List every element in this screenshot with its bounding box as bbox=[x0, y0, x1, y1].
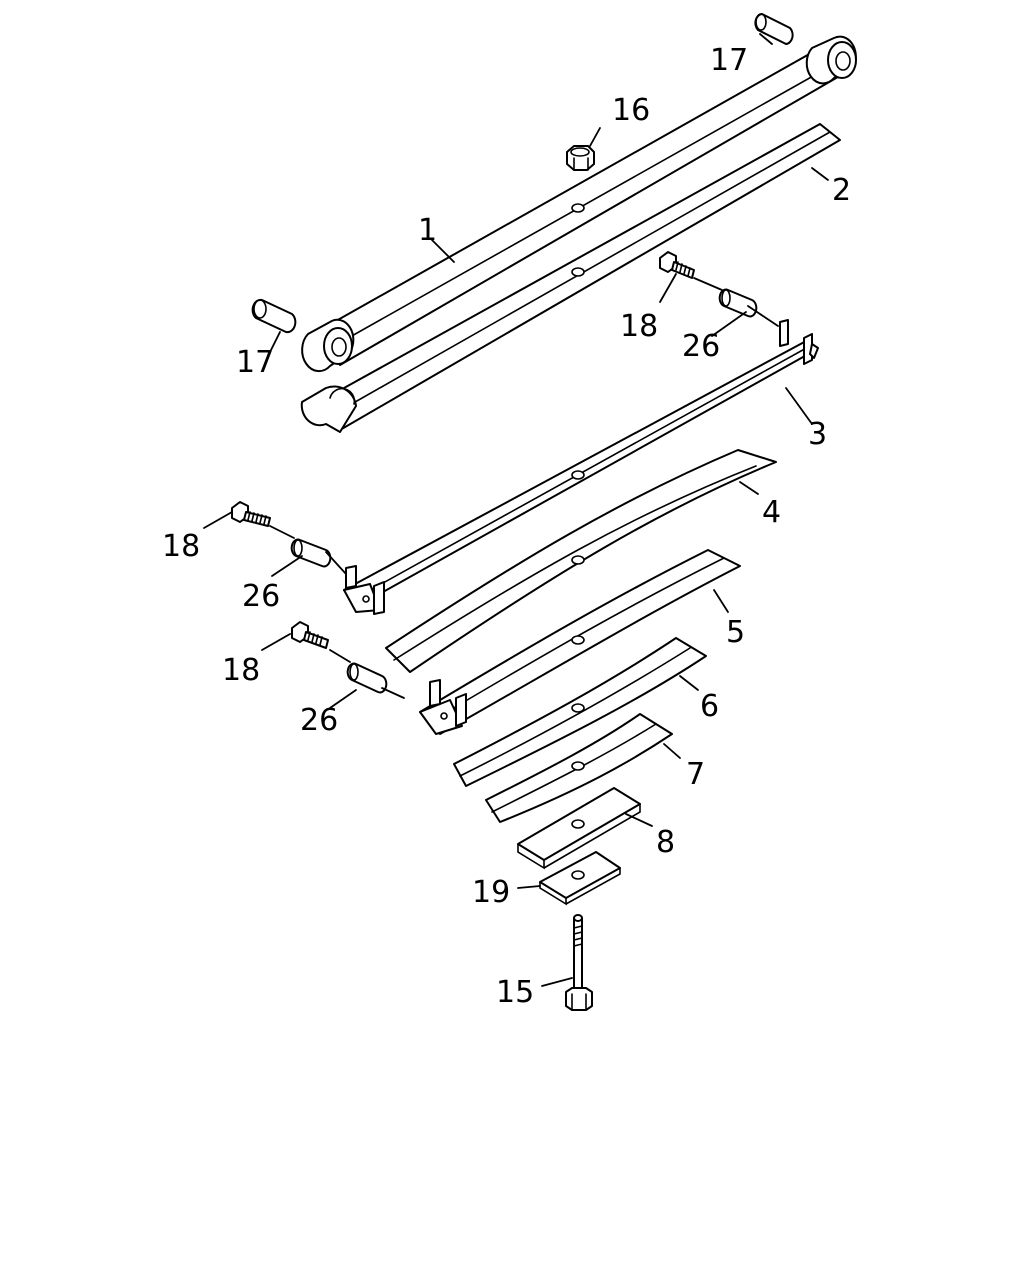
main-leaf-1 bbox=[301, 35, 857, 373]
callout-4: 4 bbox=[762, 495, 781, 530]
clip-leaf-3 bbox=[343, 319, 819, 615]
second-leaf-2 bbox=[300, 123, 841, 433]
leaf-7 bbox=[485, 713, 673, 823]
nut-16 bbox=[566, 145, 595, 171]
center-bolt-15 bbox=[565, 914, 593, 1011]
callout-16: 16 bbox=[612, 93, 650, 128]
callout-26-middle: 26 bbox=[242, 579, 280, 614]
callout-17-upper: 17 bbox=[710, 43, 748, 78]
leaf-4 bbox=[385, 449, 777, 673]
callout-labels: 17 16 2 1 18 26 17 3 4 18 26 5 18 6 26 7… bbox=[162, 43, 851, 1010]
bolt-18-upper bbox=[659, 251, 695, 279]
callout-7: 7 bbox=[686, 757, 705, 792]
leaf-6 bbox=[453, 637, 707, 787]
callout-18-upper: 18 bbox=[620, 309, 658, 344]
callout-18-middle: 18 bbox=[162, 529, 200, 564]
callout-18-lower: 18 bbox=[222, 653, 260, 688]
bushing-17-upper bbox=[754, 13, 794, 45]
callout-26-lower: 26 bbox=[300, 703, 338, 738]
callout-1: 1 bbox=[418, 213, 437, 248]
bolt-18-middle bbox=[231, 501, 271, 527]
leader-lines bbox=[203, 33, 829, 987]
spacer-26-middle bbox=[290, 538, 332, 568]
plate-19 bbox=[539, 851, 621, 906]
plate-8 bbox=[517, 787, 641, 870]
callout-5: 5 bbox=[726, 615, 745, 650]
callout-8: 8 bbox=[656, 825, 675, 860]
callout-6: 6 bbox=[700, 689, 719, 724]
callout-19: 19 bbox=[472, 875, 510, 910]
bushing-17-lower bbox=[251, 298, 297, 334]
clip-leaf-5 bbox=[419, 549, 741, 735]
bolt-18-lower bbox=[291, 621, 329, 649]
callout-15: 15 bbox=[496, 975, 534, 1010]
spacer-26-upper bbox=[718, 288, 758, 318]
callout-17-lower: 17 bbox=[236, 345, 274, 380]
callout-3: 3 bbox=[808, 417, 827, 452]
spacer-26-lower bbox=[346, 662, 388, 694]
callout-26-upper: 26 bbox=[682, 329, 720, 364]
callout-2: 2 bbox=[832, 173, 851, 208]
